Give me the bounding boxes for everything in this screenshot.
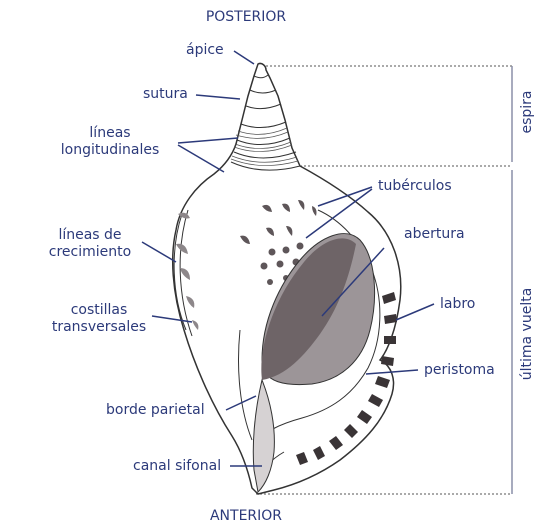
lineas-crecimiento-line1: líneas de <box>40 227 140 244</box>
lineas-longitudinales-line1: líneas <box>50 125 170 142</box>
abertura-label: abertura <box>404 226 465 243</box>
costillas-transversales-line1: costillas <box>46 302 152 319</box>
lineas-crecimiento-label: líneas de crecimiento <box>40 227 140 261</box>
sutura-leader <box>196 95 240 99</box>
labro-leader <box>396 304 434 320</box>
costillas-transversales-label: costillas transversales <box>46 302 152 336</box>
crecimiento-leader <box>142 242 176 262</box>
sutura-label: sutura <box>143 86 188 103</box>
lineas-longitudinales-line2: longitudinales <box>50 142 170 159</box>
shell <box>173 63 401 494</box>
apice-leader <box>234 51 254 64</box>
canal-sifonal-label: canal sifonal <box>133 458 221 475</box>
peristoma-label: peristoma <box>424 362 495 379</box>
labro-label: labro <box>440 296 475 313</box>
longitudinales-leader-2 <box>178 145 224 172</box>
lineas-crecimiento-line2: crecimiento <box>40 244 140 261</box>
tuberculos-label: tubérculos <box>378 178 452 195</box>
borde-parietal-label: borde parietal <box>106 402 205 419</box>
costillas-transversales-line2: transversales <box>46 319 152 336</box>
longitudinales-leader-1 <box>178 138 238 143</box>
lineas-longitudinales-label: líneas longitudinales <box>50 125 170 159</box>
espira-label: espira <box>519 90 535 133</box>
apice-label: ápice <box>186 42 224 59</box>
ultima-vuelta-label: última vuelta <box>519 288 535 381</box>
